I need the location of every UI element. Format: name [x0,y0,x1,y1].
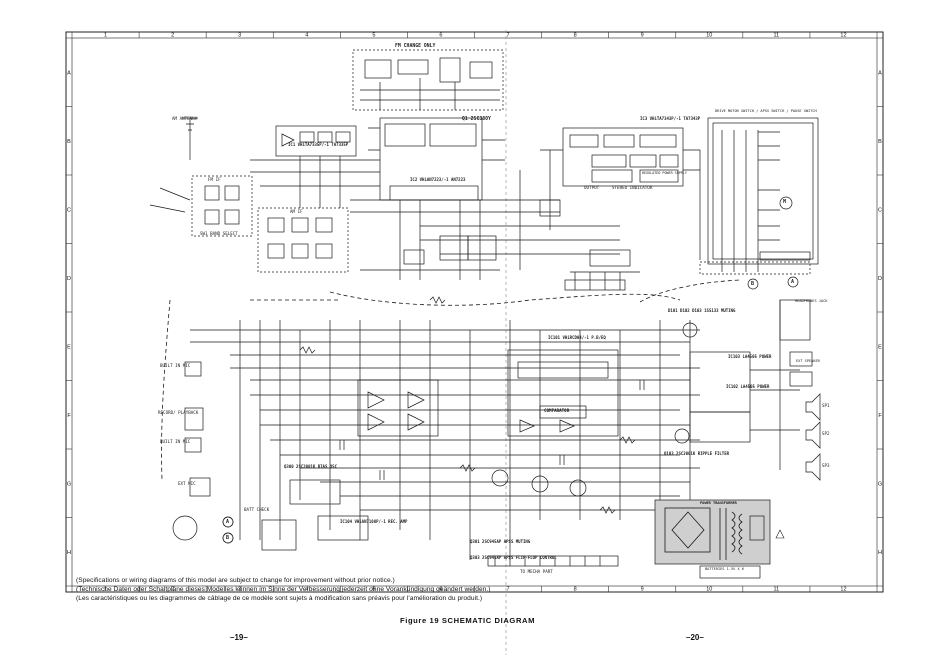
grid-column-label: 10 [706,587,712,593]
note-german: (Technische Daten oder Schaltpläne diese… [76,586,491,593]
label-to-mecha: TO MECHA PART [520,569,553,574]
grid-row-label: F [67,413,71,419]
grid-row-label: H [878,550,882,556]
note-english: (Specifications or wiring diagrams of th… [76,577,395,584]
label-am-antenna: AM ANTENNA [172,116,198,121]
grid-column-label: 1 [104,33,107,39]
grid-row-label: E [67,344,71,350]
label-cassette-switches: DRIVE MOTOR SWITCH / APSS SWITCH / PAUSE… [715,109,817,113]
grid-row-label: F [878,413,882,419]
tuner-section [149,49,701,291]
label-built-in-mic: BUILT IN MIC [160,363,191,368]
label-am-if: AM IF [290,209,303,214]
grid-column-label: 4 [305,587,308,593]
grid-column-label: 8 [574,33,577,39]
grid-column-label: 5 [372,33,375,39]
grid-row-labels: A A B B C C D D E E F F G G H H [67,70,882,556]
grid-row-label: D [878,276,882,282]
grid-row-label: A [878,70,882,76]
power-supply-board [654,499,785,579]
grid-column-label: 9 [641,587,644,593]
grid-column-label: 12 [840,587,846,593]
grid-column-label: 11 [774,33,780,39]
grid-column-label: 3 [238,587,241,593]
grid-column-ticks [71,32,878,592]
label-built-in-mic-2: BUILT IN MIC [160,439,191,444]
label-output: OUTPUT [584,185,600,190]
label-ic2: IC2 VHiAN7223/-1 AN7223 [410,177,466,182]
label-sp2: SP2 [822,431,830,436]
dashed-interconnects [161,279,741,481]
grid-column-label: 8 [574,587,577,593]
note-french: (Les caractéristiques ou les diagrammes … [76,595,483,602]
grid-row-label: D [67,276,71,282]
label-q300: Q300 2SC2001K BIAS OSC [284,464,337,469]
grid-column-label: 7 [507,587,510,593]
label-batt-check: BATT CHECK [244,507,270,512]
label-battery: BATTERIES 1.5V X 6 [705,567,744,571]
label-marker-a: A [791,279,795,285]
label-headphones: HEADPHONES JACK [795,299,828,303]
label-fm-if: FM IF [208,177,221,182]
grid-row-label: E [878,344,882,350]
grid-column-label: 1 [104,587,107,593]
page-number-left: –19– [230,633,248,642]
label-stereo-indicator: STEREO INDICATOR [612,185,653,190]
label-ic104: IC104 VHiAN7108P/-1 REC. AMP [340,519,408,524]
grid-row-label: C [67,207,71,213]
grid-column-label: 6 [439,33,442,39]
amplifier-section [172,296,821,567]
label-d101: D101 D102 D103 1SS133 MUTING [668,308,736,313]
grid-column-label: 2 [171,587,174,593]
grid-row-label: G [878,481,882,487]
grid-row-label: H [67,550,71,556]
grid-row-label: G [67,481,71,487]
grid-row-label: B [67,139,71,145]
cassette-switch-panel [699,117,819,275]
label-comparator: COMPARATOR [544,408,570,413]
grid-column-label: 7 [507,33,510,39]
label-band-switch: SW1 BAND SELECT [200,231,238,236]
grid-column-label: 9 [641,33,644,39]
label-regulated-power: REGULATED POWER SUPPLY [642,171,687,175]
grid-column-label: 4 [305,33,308,39]
label-ext-speaker: EXT SPEAKER [796,359,820,363]
label-marker-b: B [751,281,755,287]
grid-column-label: 6 [439,587,442,593]
label-q103: Q103 2SC2001K RIPPLE FILTER [664,451,730,456]
label-motor: M [783,199,787,205]
label-power-transformer: POWER TRANSFORMER [700,501,737,505]
label-marker-a-left: A [226,519,230,525]
grid-column-label: 5 [372,587,375,593]
grid-column-label: 2 [171,33,174,39]
label-ic101: IC101 VHiRCD04/-1 P.B/EQ [548,335,606,340]
label-sp3: SP3 [822,463,830,468]
label-ic103: IC103 LA4505 POWER [728,354,772,359]
label-q1: Q1 2SC380Y [462,117,491,122]
grid-row-label: A [67,70,71,76]
label-record-playback: RECORD/ PLAYBACK [158,410,199,415]
label-sp1: SP1 [822,403,830,408]
grid-row-label: B [878,139,882,145]
label-q303: Q303 2SC945AP APSS FLIP-FLOP CONTROL [470,555,557,560]
label-ic3: IC3 VHiTA7343P/-1 TA7343P [640,116,701,121]
grid-column-label: 12 [840,33,846,39]
grid-row-label: C [878,207,882,213]
grid-row-ticks [66,37,883,587]
grid-column-label: 3 [238,33,241,39]
label-ic102: IC102 LA4505 POWER [726,384,770,389]
label-q301: Q301 2SC945AP APSS MUTING [470,539,531,544]
label-ext-mic: EXT MIC [178,481,196,486]
grid-column-label: 10 [706,33,712,39]
grid-column-label: 11 [774,587,780,593]
label-ic1: IC1 VHiTA7335P/-1 TA7335P [288,142,349,147]
page-number-right: –20– [686,633,704,642]
figure-caption: Figure 19 SCHEMATIC DIAGRAM [400,616,536,625]
reference-markers [222,276,799,544]
label-fm-only: FM CHANGE ONLY [395,44,436,49]
label-marker-b-left: B [226,535,230,541]
